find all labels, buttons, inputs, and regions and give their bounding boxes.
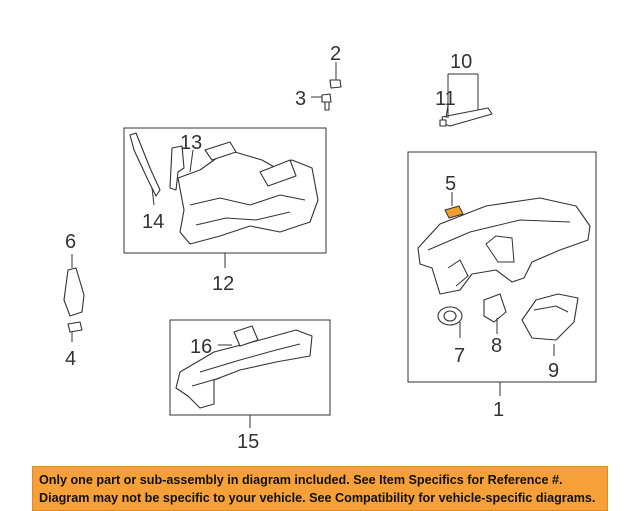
trim-strip-part-10 (439, 73, 493, 127)
vent-part-8 (483, 293, 507, 334)
callout-15: 15 (237, 431, 259, 453)
notice-line-1: Only one part or sub-assembly in diagram… (39, 473, 563, 487)
vent-part-7 (437, 306, 463, 338)
callout-1: 1 (493, 399, 504, 421)
group-box-1 (407, 151, 597, 383)
callout-14: 14 (142, 211, 164, 233)
tie-bar-part-15 (175, 325, 313, 409)
callout-7: 7 (454, 345, 465, 367)
callout-10: 10 (450, 51, 472, 73)
highlighted-part-5 (444, 192, 464, 219)
callout-5: 5 (445, 173, 456, 195)
side-cover-part-6 (63, 254, 85, 317)
reinforcement-part-12 (177, 141, 319, 245)
callout-9: 9 (548, 360, 559, 382)
callout-4: 4 (65, 348, 76, 370)
vent-part-9 (521, 293, 579, 356)
notice-line-2: Diagram may not be specific to your vehi… (39, 491, 596, 505)
callout-16: 16 (190, 336, 212, 358)
bracket-part-13 (129, 132, 185, 197)
clip-part-4 (67, 321, 83, 342)
callout-2: 2 (330, 43, 341, 65)
callout-12: 12 (212, 273, 234, 295)
parts-diagram: 2 3 10 11 13 14 12 6 4 16 15 5 7 8 9 1 (63, 43, 597, 453)
instrument-panel-part-1 (417, 197, 591, 295)
callout-13: 13 (180, 132, 202, 154)
notice-banner: Only one part or sub-assembly in diagram… (32, 466, 608, 511)
callout-6: 6 (65, 231, 76, 253)
screw-part-3 (311, 93, 332, 111)
clip-part-2 (329, 62, 342, 89)
callout-3: 3 (295, 88, 306, 110)
callout-11: 11 (435, 88, 456, 110)
callout-8: 8 (491, 335, 502, 357)
